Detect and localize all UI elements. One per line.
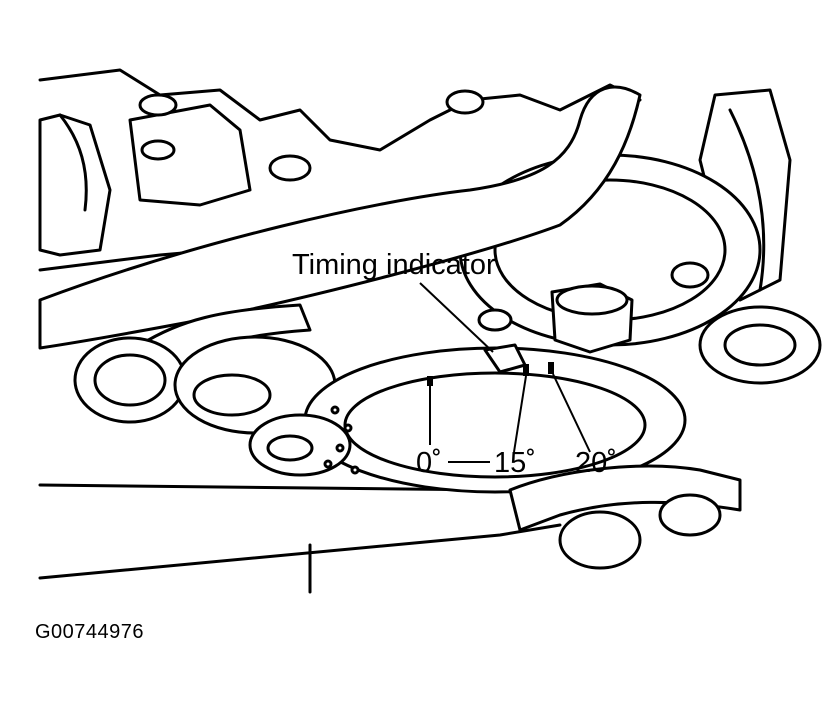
degree-label-0: 0˚ <box>416 447 442 479</box>
mark-15 <box>523 364 529 376</box>
engine-background <box>38 68 822 594</box>
degree-label-20: 20˚ <box>575 447 617 479</box>
mark-20 <box>548 362 554 374</box>
mark-0 <box>427 376 433 386</box>
pulley-holes <box>323 405 360 475</box>
figure-id: G00744976 <box>35 621 145 643</box>
timing-indicator-label: Timing indicator <box>292 249 496 281</box>
leader-lines <box>419 282 591 453</box>
degree-label-15: 15˚ <box>494 447 536 479</box>
timing-marks <box>427 362 554 386</box>
